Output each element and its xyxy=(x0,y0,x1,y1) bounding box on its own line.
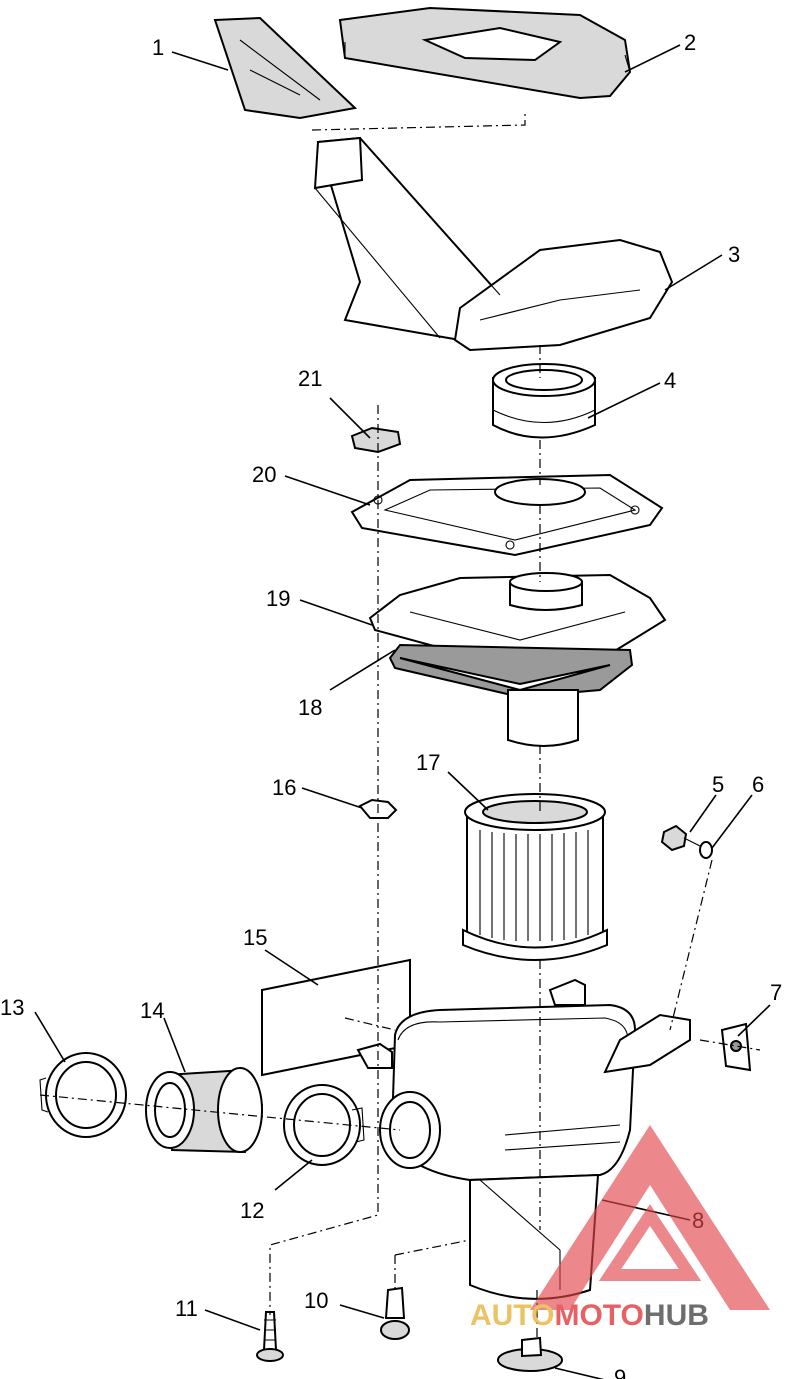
part-7-clip xyxy=(720,1022,752,1072)
callout-5: 5 xyxy=(712,772,724,797)
part-1-foam-wedge xyxy=(213,16,358,120)
part-10-grommet xyxy=(380,1286,410,1340)
callout-15: 15 xyxy=(243,925,267,950)
part-3-intake-silencer xyxy=(313,136,674,352)
part-14-rubber-boot xyxy=(145,1067,264,1154)
part-17-air-filter xyxy=(462,793,608,961)
part-8-airbox xyxy=(356,978,691,1300)
watermark-logo: AUTOMOTOHUB xyxy=(470,1125,770,1332)
svg-text:AUTOMOTOHUB: AUTOMOTOHUB xyxy=(470,1299,709,1332)
callout-2: 2 xyxy=(684,30,696,55)
callout-leader-lines xyxy=(34,44,771,1379)
callout-4: 4 xyxy=(664,368,676,393)
part-21-wing-nut xyxy=(350,426,402,454)
part-20-top-plate xyxy=(350,473,664,557)
callout-14: 14 xyxy=(140,998,164,1023)
callout-17: 17 xyxy=(416,750,440,775)
callout-10: 10 xyxy=(304,1288,328,1313)
callout-12: 12 xyxy=(240,1198,264,1223)
callout-7: 7 xyxy=(770,980,782,1005)
watermark-text-hub: HUB xyxy=(644,1299,709,1332)
part-4-coupler xyxy=(492,363,596,439)
watermark-triangle-icon xyxy=(530,1125,770,1310)
part-11-bolt xyxy=(256,1311,284,1362)
callout-19: 19 xyxy=(266,586,290,611)
part-12-clamp xyxy=(283,1084,365,1166)
watermark-inner-triangle xyxy=(598,1204,702,1281)
part-9-drain-valve xyxy=(497,1336,563,1372)
callout-6: 6 xyxy=(752,772,764,797)
part-18-gasket xyxy=(388,643,634,747)
callout-18: 18 xyxy=(298,695,322,720)
callout-20: 20 xyxy=(252,462,276,487)
callout-3: 3 xyxy=(728,242,740,267)
part-13-clamp xyxy=(39,1052,127,1138)
part-6-washer xyxy=(699,841,713,859)
watermark-text-auto: AUTO xyxy=(470,1299,554,1332)
callout-11: 11 xyxy=(175,1296,198,1321)
callout-13: 13 xyxy=(0,995,24,1020)
callout-21: 21 xyxy=(298,366,322,391)
part-5-bolt xyxy=(660,824,701,852)
callout-9: 9 xyxy=(614,1365,626,1379)
callout-16: 16 xyxy=(272,775,296,800)
callout-1: 1 xyxy=(152,35,164,60)
watermark-text-moto: MOTO xyxy=(554,1299,643,1332)
alignment-center-lines xyxy=(39,110,761,1338)
part-2-foam-frame xyxy=(338,6,632,100)
